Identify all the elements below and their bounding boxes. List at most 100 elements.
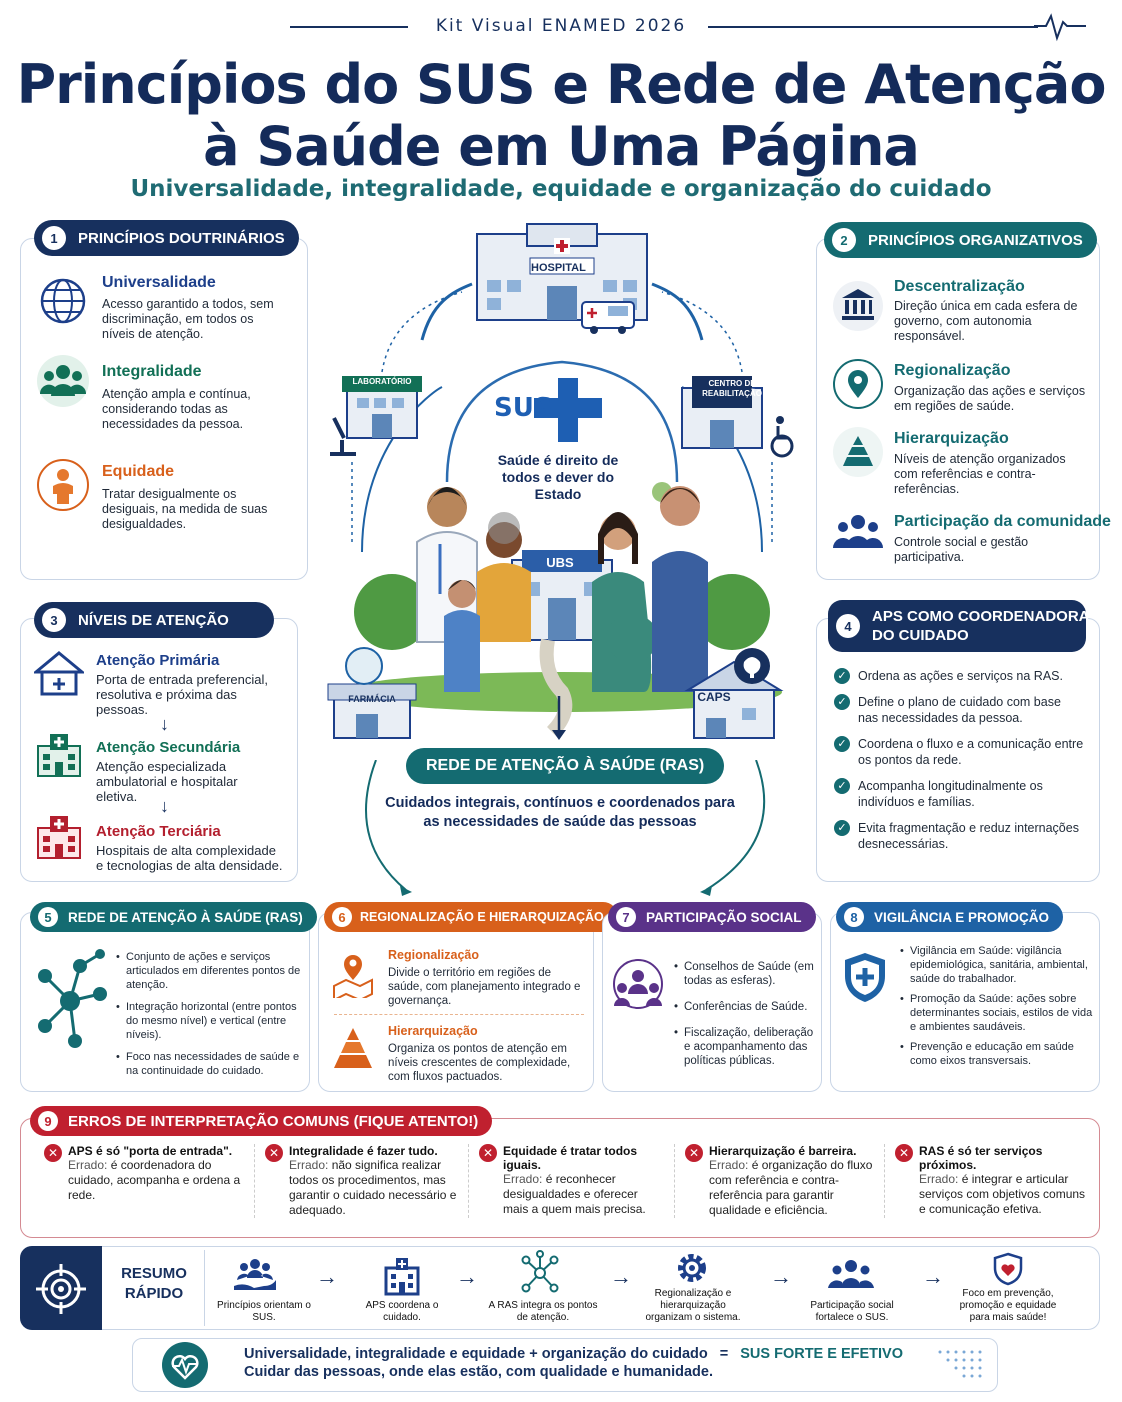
heart-pulse-icon [162,1342,208,1388]
check-icon: ✓ [834,778,850,794]
check-icon: ✓ [834,694,850,710]
globe-icon [40,278,86,324]
ras-bullet: Conjunto de ações e serviços articulados… [116,950,306,992]
ras-center-desc: Cuidados integrais, contínuos e coordena… [385,795,735,830]
quick-summary [20,1246,1100,1330]
check-item: ✓Acompanha longitudinalmente os indivídu… [834,778,1084,810]
hands-people-icon [234,1259,276,1290]
network-icon [521,1250,559,1293]
heartbeat-icon [1034,13,1086,42]
descentralizacao-desc: Direção única em cada esfera de governo,… [894,299,1078,343]
sus-motto: Saúde é direito de todos e dever do Esta… [497,452,619,502]
section-number: 4 [836,614,860,638]
hierarquizacao-desc: Níveis de atenção organizados com referê… [894,452,1066,496]
section-5-header: 5 REDE DE ATENÇÃO À SAÚDE (RAS) [30,902,317,932]
ras-bullets: Conjunto de ações e serviços articulados… [116,950,306,1086]
participation-bullet: Fiscalização, deliberação e acompanhamen… [674,1026,816,1068]
section-common-errors [20,1118,1100,1238]
map-pin-icon [333,955,373,998]
dots-pattern-icon [938,1350,982,1378]
farmacia-label: FARMÁCIA [348,694,396,704]
check-item: ✓Coordena o fluxo e a comunicação entre … [834,736,1084,768]
summary-step: Regionalização e hierarquização organiza… [645,1288,741,1323]
surveillance-bullet: Vigilância em Saúde: vigilância epidemio… [900,944,1094,986]
error-item: ✕APS é só "porta de entrada".Errado: é c… [44,1144,254,1218]
regionalizacao-desc: Organização das ações e serviços em regi… [894,384,1086,413]
section-3-header: 3 NÍVEIS DE ATENÇÃO [34,602,274,638]
hierarquizacao-title: Hierarquização [894,430,1009,447]
regionalizacao-subtitle: Regionalização [388,948,479,962]
x-icon: ✕ [479,1144,497,1162]
participation-bullet: Conferências de Saúde. [674,1000,816,1014]
surveillance-bullet: Promoção da Saúde: ações sobre determina… [900,992,1094,1034]
surveillance-bullet: Prevenção e educação em saúde como eixos… [900,1040,1094,1068]
check-item: ✓Define o plano de cuidado com base nas … [834,694,1084,726]
hierarquizacao-subtitle: Hierarquização [388,1024,478,1038]
section-title: REGIONALIZAÇÃO E HIERARQUIZAÇÃO [360,910,604,924]
community-icon [828,1260,874,1288]
community-icon [833,515,883,548]
arrow-right-icon: → [316,1264,338,1289]
house-icon [34,651,84,696]
atencao-terciaria-desc: Hospitais de alta complexidade e tecnolo… [96,843,283,873]
equidade-desc: Tratar desigualmente os desiguais, na me… [102,487,268,531]
kit-label: Kit Visual ENAMED 2026 [435,16,687,36]
lab-label: LABORATÓRIO [352,377,412,386]
section-title: NÍVEIS DE ATENÇÃO [78,611,229,629]
target-icon [36,1264,86,1314]
arrow-right-icon: → [770,1264,792,1289]
check-item: ✓Evita fragmentação e reduz internações … [834,820,1084,852]
check-icon: ✓ [834,668,850,684]
check-icon: ✓ [834,820,850,836]
section-title-line2: DO CUIDADO [872,627,969,644]
caps-label: CAPS [697,690,731,704]
section-title: REDE DE ATENÇÃO À SAÚDE (RAS) [68,909,303,925]
person-icon [37,459,89,511]
regionalizacao-subdesc: Divide o território em regiões de saúde,… [388,967,581,1007]
kit-line-right [708,26,1038,28]
section-number: 3 [42,608,66,632]
sus-network-illustration [327,223,794,740]
x-icon: ✕ [44,1144,62,1162]
kit-line-left [290,26,408,28]
error-item: ✕Hierarquização é barreira.Errado: é org… [674,1144,884,1218]
section-number: 1 [42,226,66,250]
aps-checklist: ✓Ordena as ações e serviços na RAS. ✓Def… [834,668,1084,862]
section-title: VIGILÂNCIA E PROMOÇÃO [874,909,1050,925]
universalidade-title: Universalidade [102,274,216,291]
rehab-label: CENTRO DE REABILITAÇÃO [702,379,762,398]
error-item: ✕Equidade é tratar todos iguais.Errado: … [468,1144,674,1218]
building-icon [384,1258,420,1296]
hospital-label: HOSPITAL [531,262,586,274]
section-number: 5 [38,907,58,927]
pyramid-icon [833,427,883,477]
section-number: 2 [832,228,856,252]
error-item: ✕RAS é só ter serviços próximos.Errado: … [884,1144,1094,1218]
summary-step: A RAS integra os pontos de atenção. [488,1300,598,1323]
section-number: 6 [332,907,352,927]
ras-bullet: Integração horizontal (entre pontos do m… [116,1000,306,1042]
section-2-header: 2 PRINCÍPIOS ORGANIZATIVOS [824,222,1097,258]
check-item: ✓Ordena as ações e serviços na RAS. [834,668,1084,684]
hospital-icon [37,816,81,859]
footer-banner [132,1338,998,1392]
meeting-icon [613,959,663,1009]
gear-icon [678,1254,706,1282]
surveillance-bullets: Vigilância em Saúde: vigilância epidemio… [900,944,1094,1076]
error-item: ✕Integralidade é fazer tudo.Errado: não … [254,1144,468,1218]
atencao-secundaria-title: Atenção Secundária [96,739,241,756]
atencao-primaria-title: Atenção Primária [96,652,220,669]
shield-icon [845,953,885,1002]
arrow-right-icon: → [610,1264,632,1289]
divider [204,1250,205,1326]
arrow-right-icon: → [922,1264,944,1289]
section-number: 7 [616,907,636,927]
page-title-line2: à Saúde em Uma Página [203,115,920,178]
x-icon: ✕ [685,1144,703,1162]
x-icon: ✕ [265,1144,283,1162]
section-title: PRINCÍPIOS ORGANIZATIVOS [868,231,1083,249]
